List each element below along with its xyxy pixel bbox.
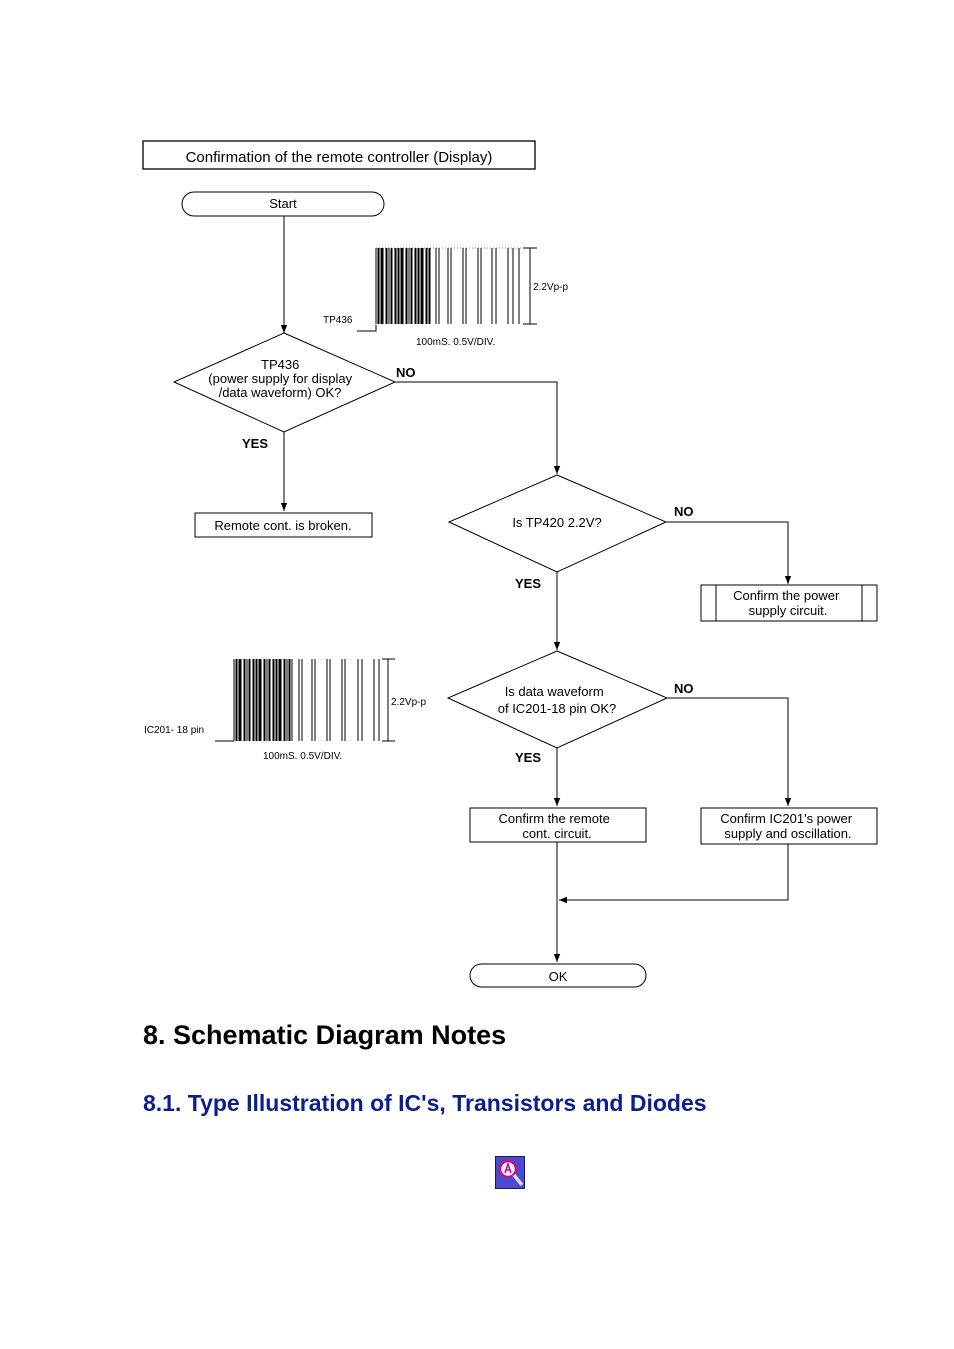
waveform-tp436-pulses xyxy=(375,248,520,324)
decision-tp420-no: NO xyxy=(674,504,694,519)
process-remote-broken-text: Remote cont. is broken. xyxy=(214,518,351,533)
process-confirm-ic201 xyxy=(700,807,878,845)
process-confirm-remote-text: Confirm the remote cont. circuit. xyxy=(499,811,614,841)
waveform-tp436: 2.2Vp-p TP436 100mS. 0.5V/DIV. xyxy=(323,247,568,348)
decision-tp436-text: TP436 (power supply for display /data wa… xyxy=(208,357,355,400)
waveform-tp436-point: TP436 xyxy=(323,315,353,326)
process-confirm-remote xyxy=(469,807,647,843)
start-terminator xyxy=(181,191,385,217)
waveform-ic201-point: IC201- 18 pin xyxy=(144,725,204,736)
waveform-tp436-leader xyxy=(357,325,377,332)
ok-terminator xyxy=(469,963,647,988)
waveform-tp436-scale: 100mS. 0.5V/DIV. xyxy=(416,337,495,348)
section-heading: 8. Schematic Diagram Notes xyxy=(143,1020,507,1050)
decision-tp436-no: NO xyxy=(396,365,416,380)
decision-ic201-text: Is data waveform of IC201-18 pin OK? xyxy=(498,684,617,716)
process-remote-broken xyxy=(194,512,373,538)
ok-label: OK xyxy=(549,969,568,984)
subsection-heading: 8.1. Type Illustration of IC's, Transist… xyxy=(143,1090,707,1116)
flowchart-diagram: Confirmation of the remote controller (D… xyxy=(142,140,878,988)
waveform-ic201-amplitude: 2.2Vp-p xyxy=(391,697,426,708)
process-confirm-ic201-text: Confirm IC201's power supply and oscilla… xyxy=(720,811,855,841)
zoom-icon-lens xyxy=(498,1159,518,1179)
decision-ic201 xyxy=(446,650,669,749)
decision-tp420-yes: YES xyxy=(515,576,541,591)
waveform-ic201-scale: 100mS. 0.5V/DIV. xyxy=(263,751,342,762)
process-confirm-power xyxy=(700,584,878,622)
zoom-icon-letter xyxy=(504,1161,512,1174)
connector-d2-no xyxy=(666,521,792,584)
waveform-tp436-amplitude: 2.2Vp-p xyxy=(533,282,568,293)
decision-tp436-yes: YES xyxy=(242,436,268,451)
decision-ic201-no: NO xyxy=(674,681,694,696)
waveform-ic201-pulses xyxy=(233,659,380,741)
decision-ic201-yes: YES xyxy=(515,750,541,765)
start-label: Start xyxy=(269,196,297,211)
process-confirm-power-text: Confirm the power supply circuit. xyxy=(733,588,843,618)
flowchart-title: Confirmation of the remote controller (D… xyxy=(186,149,493,166)
connector-d3-no xyxy=(667,697,792,806)
waveform-ic201: 2.2Vp-p IC201- 18 pin 100mS. 0.5V/DIV. xyxy=(144,658,426,762)
decision-tp420-text: Is TP420 2.2V? xyxy=(512,515,601,530)
zoom-icon-handle xyxy=(512,1173,524,1187)
flowchart-title-box xyxy=(142,140,536,170)
magnifier-zoom-icon[interactable] xyxy=(495,1156,525,1189)
connector-ic201-merge xyxy=(559,844,789,904)
connector-d1-no xyxy=(395,381,561,474)
